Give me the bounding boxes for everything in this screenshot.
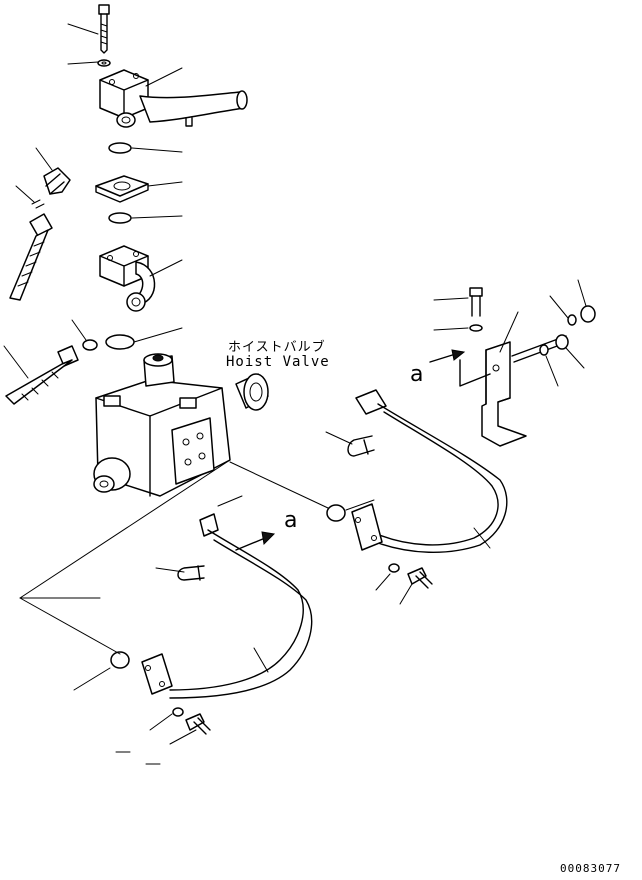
adapter-fitting	[43, 167, 71, 195]
view-arrowhead-2	[261, 531, 276, 546]
bolt-bracket	[469, 287, 483, 317]
o-ring-2	[108, 212, 132, 224]
view-bracket-1	[459, 359, 491, 387]
view-marker-a-1: a	[410, 362, 424, 387]
drawing-number: 00083077	[560, 862, 621, 875]
washer-right	[388, 563, 400, 573]
valve-name-japanese: ホイストバルブ	[228, 340, 326, 355]
view-arrowhead-1	[451, 349, 466, 361]
bolt-top	[98, 4, 110, 54]
o-ring-1	[108, 142, 132, 154]
hose-lower	[5, 345, 79, 405]
tube-right	[351, 389, 508, 554]
hose-upper	[9, 213, 53, 301]
washer-top	[97, 59, 111, 67]
valve-name-english: Hoist Valve	[226, 354, 330, 370]
o-ring-small	[82, 339, 98, 351]
tube-left	[141, 513, 313, 699]
elbow-top	[99, 69, 248, 128]
nut-bracket-3	[580, 305, 596, 323]
view-marker-a-2: a	[284, 508, 298, 533]
o-ring-3	[105, 334, 135, 350]
washer-bracket-2	[539, 344, 549, 356]
o-ring-right	[326, 504, 346, 522]
washer-left	[172, 707, 184, 717]
hoist-valve-body	[93, 353, 269, 497]
washer-bracket-3	[567, 314, 577, 326]
bracket	[481, 341, 527, 447]
leader-lines	[3, 23, 587, 765]
bolt-left	[185, 713, 211, 735]
u-clamp-left	[177, 565, 205, 581]
nut-bracket-2	[555, 334, 569, 350]
u-clamp-right	[347, 435, 375, 457]
bolt-right	[407, 567, 433, 589]
o-ring-left	[110, 651, 130, 669]
flange-plate	[95, 175, 149, 203]
seal-small	[31, 199, 45, 209]
elbow-middle	[99, 245, 156, 312]
washer-bracket	[469, 324, 483, 332]
